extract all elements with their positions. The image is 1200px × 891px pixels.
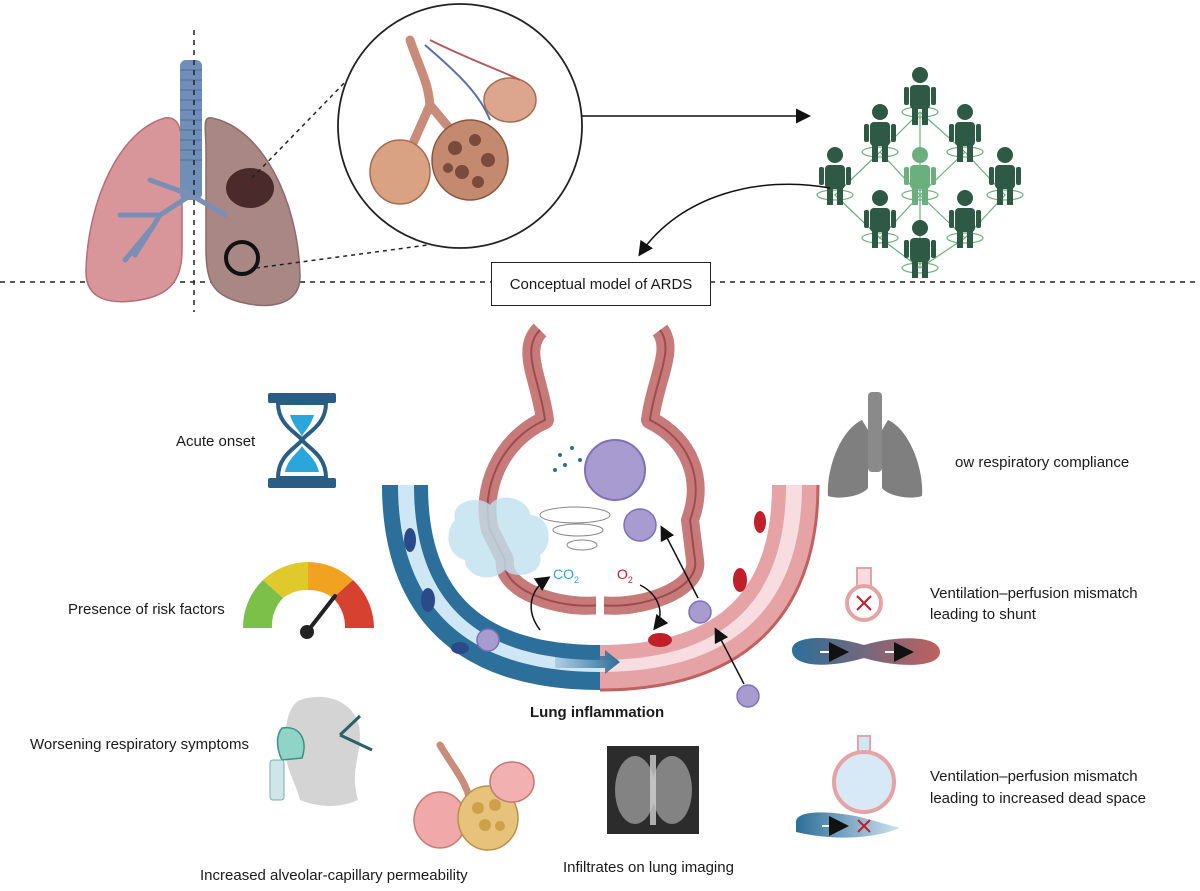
shunt-label-1: Ventilation–perfusion mismatch [930, 585, 1138, 602]
co2-label: CO2 [553, 566, 580, 585]
worsening-symptoms-label: Worsening respiratory symptoms [30, 736, 249, 753]
patient-oxygen-mask-icon [269, 696, 373, 806]
shunt-label-2: leading to shunt [930, 606, 1036, 623]
infiltrates-label: Infiltrates on lung imaging [563, 859, 734, 876]
center-label: Lung inflammation [530, 704, 665, 721]
risk-gauge-icon [242, 562, 374, 639]
alveolus-capillary-illustration [382, 320, 820, 708]
acute-onset-label: Acute onset [176, 433, 256, 450]
shunt-icon [792, 567, 940, 665]
dead-space-label-2: leading to increased dead space [930, 790, 1146, 807]
hourglass-icon [268, 393, 336, 488]
lungs-illustration [85, 30, 301, 312]
stiff-lungs-icon [827, 392, 923, 498]
alveoli-zoom-circle [337, 3, 583, 249]
permeability-label: Increased alveolar-capillary permeabilit… [200, 867, 468, 884]
permeable-alveoli-icon [413, 741, 535, 851]
risk-factors-label: Presence of risk factors [68, 601, 225, 618]
compliance-label: ow respiratory compliance [955, 454, 1130, 471]
o2-label: O2 [617, 566, 633, 585]
patient-population-network [816, 67, 1024, 278]
dead-space-label-1: Ventilation–perfusion mismatch [930, 768, 1138, 785]
chest-xray-icon [607, 746, 699, 834]
dead-space-icon [796, 735, 900, 838]
concept-box: Conceptual model of ARDS [491, 262, 711, 306]
